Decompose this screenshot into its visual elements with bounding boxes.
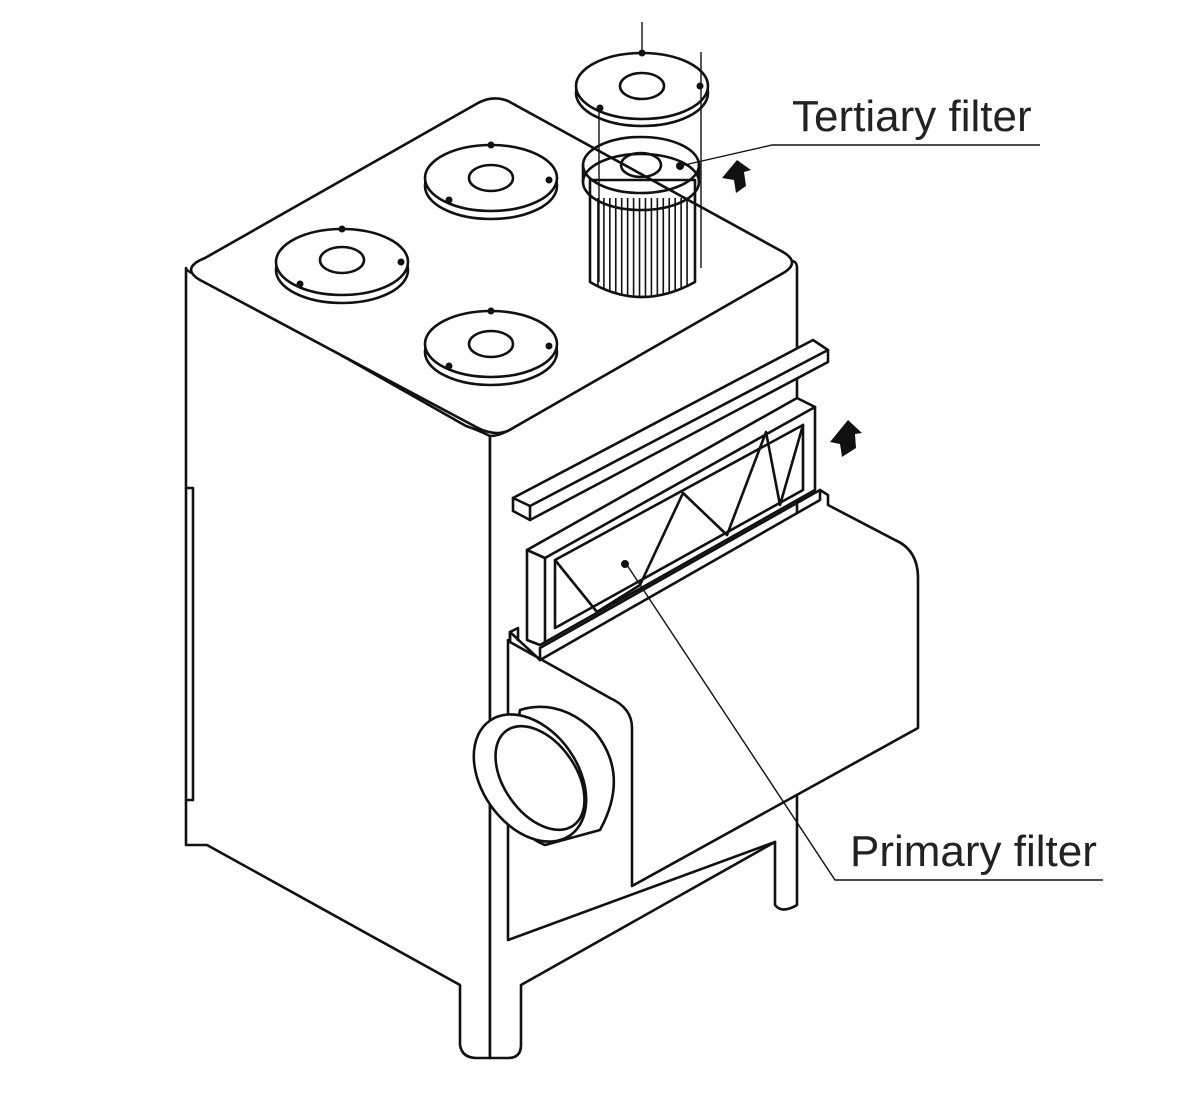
lifted-lid-plate xyxy=(574,49,710,128)
lid-plates xyxy=(274,22,710,387)
tertiary-lift-arrow-icon xyxy=(722,160,751,193)
tertiary-filter xyxy=(581,135,701,299)
lid-plate xyxy=(274,225,410,305)
inlet-duct xyxy=(472,705,616,847)
filter-rail xyxy=(511,338,830,522)
primary-filter-label: Primary filter xyxy=(850,827,1097,876)
primary-filter-drawer xyxy=(525,396,817,647)
tertiary-filter-pleats xyxy=(597,198,688,297)
cabinet xyxy=(184,97,799,1060)
leader-lines xyxy=(621,144,1103,881)
cabinet-top-face xyxy=(189,97,794,435)
lid-plate xyxy=(423,307,559,387)
front-hood xyxy=(508,488,920,888)
lid-plate xyxy=(423,141,559,221)
cabinet-side-slot xyxy=(184,486,195,802)
tertiary-filter-label: Tertiary filter xyxy=(792,92,1032,141)
tertiary-filter-body xyxy=(588,178,697,299)
tertiary-filter-hole xyxy=(619,151,663,179)
primary-filter-panel xyxy=(553,423,805,630)
primary-lift-arrow-icon xyxy=(830,420,862,457)
